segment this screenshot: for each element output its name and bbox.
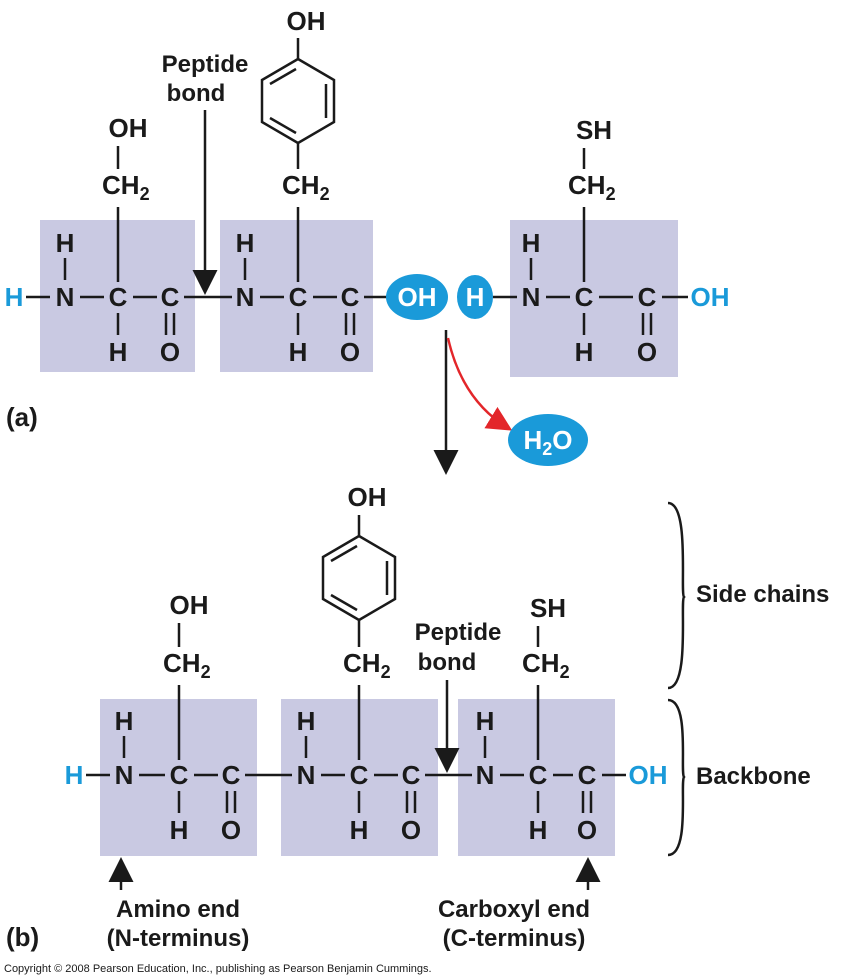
amino-h-3b: H [476, 706, 495, 736]
oh-2a: OH [287, 6, 326, 36]
ch2-2b: CH2 [343, 648, 391, 682]
carboxyl-end-label: Carboxyl end [438, 896, 590, 923]
side-chains-label: Side chains [696, 581, 829, 608]
water-blob [508, 414, 588, 466]
benzene-ring-a [260, 57, 336, 145]
water-formula: H2O [523, 425, 572, 459]
terminal-h-a: H [5, 282, 24, 312]
backbone-brace [667, 698, 686, 857]
amino-n-1b: N [115, 760, 134, 790]
oh-2b: OH [348, 482, 387, 512]
alpha-c-1a: C [109, 282, 128, 312]
ch2-2a: CH2 [282, 170, 330, 204]
ch2-3a: CH2 [568, 170, 616, 204]
carbonyl-c-2a: C [341, 282, 360, 312]
alpha-h-1a: H [109, 337, 128, 367]
amino-n-3b: N [476, 760, 495, 790]
panel-a: H N H C CH2 OH H C O N H C CH2 [5, 6, 730, 475]
carbonyl-o-1b: O [221, 815, 241, 845]
carbonyl-c-3b: C [578, 760, 597, 790]
amino-n-1a: N [56, 282, 75, 312]
terminal-oh-a: OH [691, 282, 730, 312]
ch2-3b: CH2 [522, 648, 570, 682]
water-release-arrow [446, 337, 513, 431]
side-chains-brace [667, 501, 686, 690]
peptide-bond-label-b-line1: Peptide [415, 619, 502, 646]
residue-box-tyrosine-a [220, 220, 373, 372]
ch2-1a: CH2 [102, 170, 150, 204]
terminal-h-b: H [65, 760, 84, 790]
oh-1b: OH [170, 590, 209, 620]
hydrogen-blob [457, 275, 493, 319]
benzene-ring-b [321, 534, 397, 622]
carbonyl-c-1a: C [161, 282, 180, 312]
oh-1a: OH [109, 113, 148, 143]
alpha-c-2b: C [350, 760, 369, 790]
amino-n-2a: N [236, 282, 255, 312]
hydroxyl-blob-label: OH [398, 282, 437, 312]
copyright-notice: Copyright © 2008 Pearson Education, Inc.… [4, 963, 432, 975]
amino-h-1b: H [115, 706, 134, 736]
panel-a-label: (a) [6, 402, 38, 432]
terminal-oh-b: OH [629, 760, 668, 790]
carbonyl-o-2b: O [401, 815, 421, 845]
amino-h-2a: H [236, 228, 255, 258]
alpha-c-3a: C [575, 282, 594, 312]
carbonyl-o-2a: O [340, 337, 360, 367]
alpha-h-2b: H [350, 815, 369, 845]
peptide-bond-label-a-line1: Peptide [162, 51, 249, 78]
alpha-c-1b: C [170, 760, 189, 790]
carbonyl-c-1b: C [222, 760, 241, 790]
sh-3a: SH [576, 115, 612, 145]
amino-end-label: Amino end [116, 896, 240, 923]
sh-3b: SH [530, 593, 566, 623]
residue-box-cysteine-a [510, 220, 678, 377]
alpha-c-2a: C [289, 282, 308, 312]
hydrogen-blob-label: H [466, 282, 485, 312]
amino-h-3a: H [522, 228, 541, 258]
carbonyl-o-3b: O [577, 815, 597, 845]
alpha-h-1b: H [170, 815, 189, 845]
backbone-label: Backbone [696, 763, 811, 790]
carbonyl-o-3a: O [637, 337, 657, 367]
alpha-h-3b: H [529, 815, 548, 845]
residue-box-cysteine-b [458, 699, 615, 856]
amino-n-3a: N [522, 282, 541, 312]
carbonyl-c-3a: C [638, 282, 657, 312]
carbonyl-c-2b: C [402, 760, 421, 790]
c-terminus-label: (C-terminus) [443, 925, 586, 952]
alpha-h-3a: H [575, 337, 594, 367]
peptide-bond-label-b-line2: bond [418, 649, 477, 676]
peptide-bond-label-a-line2: bond [167, 80, 226, 107]
amino-h-1a: H [56, 228, 75, 258]
ch2-1b: CH2 [163, 648, 211, 682]
alpha-c-3b: C [529, 760, 548, 790]
carbonyl-o-1a: O [160, 337, 180, 367]
panel-b-label: (b) [6, 922, 39, 952]
panel-b: H N H C CH2 OH H C O N H C CH2 [6, 482, 829, 952]
amino-h-2b: H [297, 706, 316, 736]
alpha-h-2a: H [289, 337, 308, 367]
hydroxyl-blob [386, 274, 448, 320]
amino-n-2b: N [297, 760, 316, 790]
n-terminus-label: (N-terminus) [107, 925, 250, 952]
